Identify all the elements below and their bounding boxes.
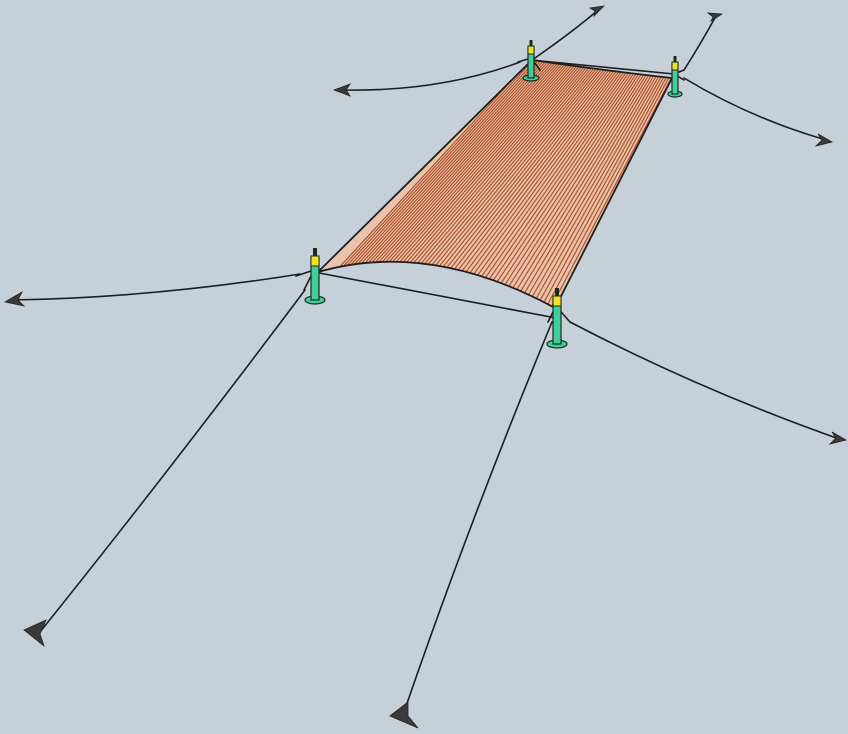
pole-cap <box>310 255 320 267</box>
membrane-stripe <box>416 60 609 301</box>
anchor-arrow <box>389 701 419 729</box>
membrane-stripe <box>432 61 619 304</box>
anchor-arrow <box>706 12 724 23</box>
guy-cable <box>9 273 301 301</box>
membrane-stripe <box>387 60 592 299</box>
pole-top <box>555 288 559 296</box>
membrane-stripe <box>465 64 638 308</box>
guy-cable <box>39 289 306 633</box>
pole-top <box>529 40 533 46</box>
membrane-stripe <box>493 66 655 308</box>
anchor-arrow <box>588 5 606 18</box>
membrane-stripe <box>403 60 602 299</box>
membrane-stripe <box>395 60 597 299</box>
membrane-stripe <box>505 67 662 308</box>
membrane-stripe <box>448 63 628 308</box>
guy-cable <box>569 321 843 441</box>
guy-cable <box>534 9 599 59</box>
pole-cap <box>671 61 679 71</box>
pole-top <box>673 56 677 62</box>
membrane-stripe <box>391 60 594 299</box>
pole-cap <box>552 295 562 307</box>
guy-cable <box>341 61 521 91</box>
anchor-arrow <box>814 133 834 147</box>
membrane-stripe <box>424 61 614 302</box>
membrane-stripe <box>509 67 665 308</box>
membrane-stripe <box>440 62 623 306</box>
membrane-stripe <box>460 64 636 308</box>
pole <box>304 248 326 305</box>
perimeter-cable <box>313 271 557 319</box>
membrane-stripe <box>501 67 660 308</box>
membrane-stripe <box>420 60 611 302</box>
membrane <box>317 59 674 310</box>
membrane-stripe <box>481 65 648 308</box>
membrane-stripe <box>518 68 669 308</box>
membrane-stripe <box>358 60 575 300</box>
membrane-stripe <box>428 61 616 303</box>
pole-top <box>313 248 317 256</box>
perimeter-cable <box>530 59 675 75</box>
membrane-stripe <box>362 60 578 300</box>
membrane-stripe <box>346 60 568 302</box>
membrane-stripe <box>367 60 580 300</box>
membrane-stripe <box>411 60 607 300</box>
membrane-stripe <box>489 66 652 308</box>
membrane-stripe <box>444 62 626 307</box>
pole <box>546 288 568 349</box>
membrane-stripe <box>371 60 582 299</box>
anchor-arrow <box>23 619 47 648</box>
membrane-stripe <box>473 65 643 308</box>
membrane-stripe <box>436 62 621 305</box>
membrane-stripe <box>526 69 672 308</box>
membrane-stripe <box>469 64 640 308</box>
membrane-stripe <box>342 60 565 303</box>
membrane-stripe <box>375 60 585 299</box>
membrane-stripe <box>379 60 587 299</box>
pole <box>667 56 683 98</box>
membrane-stripe <box>383 60 590 299</box>
membrane-stripe <box>407 60 604 300</box>
pole <box>522 40 540 82</box>
guy-cables <box>9 9 843 713</box>
membrane-stripe <box>399 60 599 299</box>
ground-anchors <box>3 5 848 729</box>
pole-cap <box>527 45 535 55</box>
membrane-stripe <box>354 60 573 301</box>
membrane-stripe <box>485 65 650 308</box>
guy-cable <box>403 321 553 713</box>
anchor-arrow <box>828 431 848 445</box>
membrane-stripe <box>477 65 645 308</box>
membrane-stripe <box>514 68 667 308</box>
guy-cable <box>683 15 717 71</box>
anchor-arrow <box>3 290 26 307</box>
membrane-stripe <box>452 63 631 308</box>
membrane-stripe <box>456 63 633 308</box>
membrane-stripe <box>497 66 657 308</box>
anchor-arrow <box>332 83 352 97</box>
guy-cable <box>683 77 827 141</box>
membrane-stripe <box>350 60 570 302</box>
membrane-stripe <box>522 68 672 308</box>
